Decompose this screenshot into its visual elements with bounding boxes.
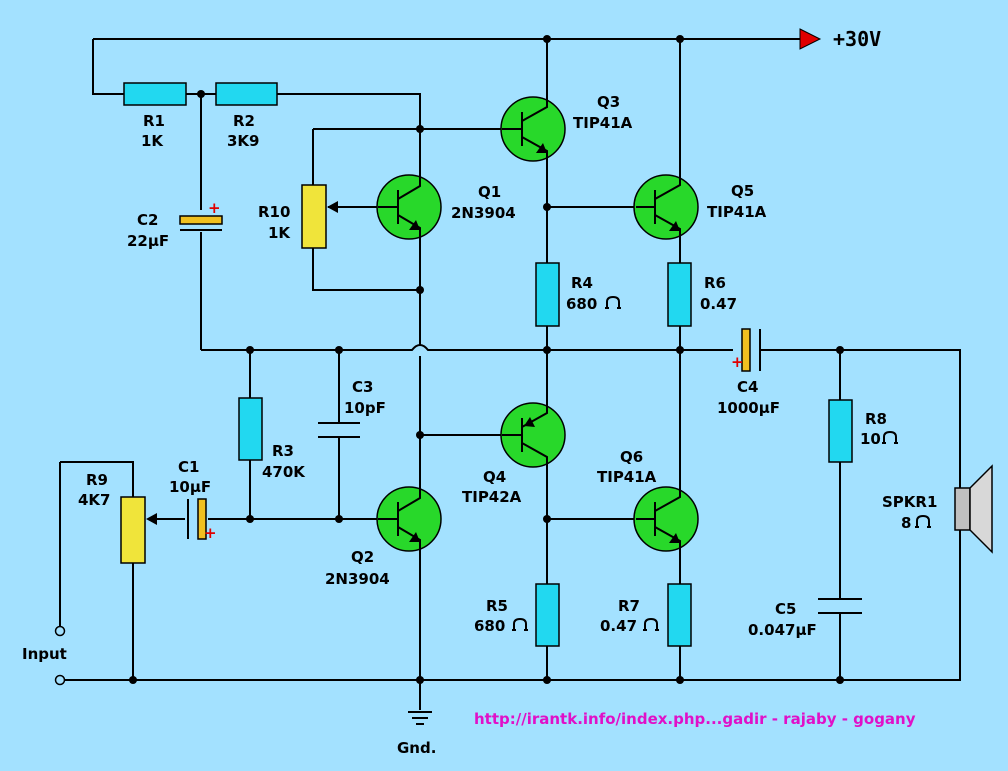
capacitor-c1	[187, 498, 207, 540]
c1-value: 10µF	[169, 478, 211, 496]
spkr1-ohm-icon	[914, 515, 932, 528]
resistor-r4	[535, 262, 560, 327]
r8-ohm-icon	[881, 431, 899, 444]
input-label: Input	[22, 645, 67, 663]
r9-ref: R9	[86, 471, 108, 489]
spkr1-value: 8	[901, 514, 911, 532]
capacitor-c2	[179, 215, 223, 231]
resistor-r6	[667, 262, 692, 327]
r3-value: 470K	[262, 463, 306, 481]
r7-value: 0.47	[600, 617, 637, 635]
r6-value: 0.47	[700, 295, 737, 313]
q4-value: TIP42A	[462, 488, 522, 506]
q5-ref: Q5	[731, 182, 754, 200]
r4-value: 680	[566, 295, 597, 313]
q2-value: 2N3904	[325, 570, 390, 588]
capacitor-c4	[741, 328, 761, 372]
q1-value: 2N3904	[451, 204, 516, 222]
r7-ohm-icon	[642, 618, 660, 631]
transistor-q3	[500, 95, 566, 162]
r1-ref: R1	[143, 112, 165, 130]
q1-ref: Q1	[478, 183, 501, 201]
q3-value: TIP41A	[573, 114, 633, 132]
transistor-q2	[376, 486, 442, 552]
r8-value: 10	[860, 430, 881, 448]
q6-ref: Q6	[620, 448, 643, 466]
supply-arrow-icon	[799, 28, 822, 50]
ground-label: Gnd.	[397, 739, 436, 757]
resistor-r2	[215, 82, 278, 106]
r2-value: 3K9	[227, 132, 260, 150]
capacitor-c5	[818, 598, 862, 614]
q6-value: TIP41A	[597, 468, 657, 486]
r5-value: 680	[474, 617, 505, 635]
q4-ref: Q4	[483, 468, 506, 486]
potentiometer-r10	[301, 184, 340, 249]
input-terminal-bottom	[54, 674, 66, 686]
spkr1-ref: SPKR1	[882, 493, 937, 511]
c5-value: 0.047µF	[748, 621, 817, 639]
transistor-q5	[633, 174, 699, 240]
c2-plus-marker: +	[208, 199, 221, 217]
credit-text: http://irantk.info/index.php...gadir - r…	[474, 710, 916, 728]
r3-ref: R3	[272, 442, 294, 460]
resistor-r1	[123, 82, 187, 106]
q3-ref: Q3	[597, 93, 620, 111]
q2-ref: Q2	[351, 548, 374, 566]
c4-plus-marker: +	[731, 353, 744, 371]
r9-value: 4K7	[78, 491, 111, 509]
c5-ref: C5	[775, 600, 796, 618]
c1-plus-marker: +	[204, 524, 217, 542]
transistor-q1	[376, 174, 442, 240]
resistor-r8	[828, 399, 853, 463]
c4-ref: C4	[737, 378, 758, 396]
r10-value: 1K	[268, 224, 291, 242]
r4-ref: R4	[571, 274, 593, 292]
r1-value: 1K	[141, 132, 164, 150]
resistor-r5	[535, 583, 560, 647]
c3-value: 10pF	[344, 399, 386, 417]
input-terminal-top	[54, 625, 66, 637]
transistor-q4	[500, 402, 566, 468]
c3-ref: C3	[352, 378, 373, 396]
c2-value: 22µF	[127, 232, 169, 250]
junctions	[129, 35, 844, 684]
r6-ref: R6	[704, 274, 726, 292]
c4-value: 1000µF	[717, 399, 780, 417]
c1-ref: C1	[178, 458, 199, 476]
c2-ref: C2	[137, 211, 158, 229]
transistor-q6	[633, 486, 699, 552]
q5-value: TIP41A	[707, 203, 767, 221]
r7-ref: R7	[618, 597, 640, 615]
r5-ref: R5	[486, 597, 508, 615]
speaker-icon	[954, 464, 993, 554]
resistor-r7	[667, 583, 692, 647]
r5-ohm-icon	[511, 618, 529, 631]
r4-ohm-icon	[604, 296, 622, 309]
supply-label: +30V	[833, 27, 881, 51]
r10-ref: R10	[258, 203, 290, 221]
r2-ref: R2	[233, 112, 255, 130]
r8-ref: R8	[865, 410, 887, 428]
potentiometer-r9	[120, 496, 157, 564]
resistor-r3	[238, 397, 263, 461]
capacitor-c3	[318, 422, 360, 438]
